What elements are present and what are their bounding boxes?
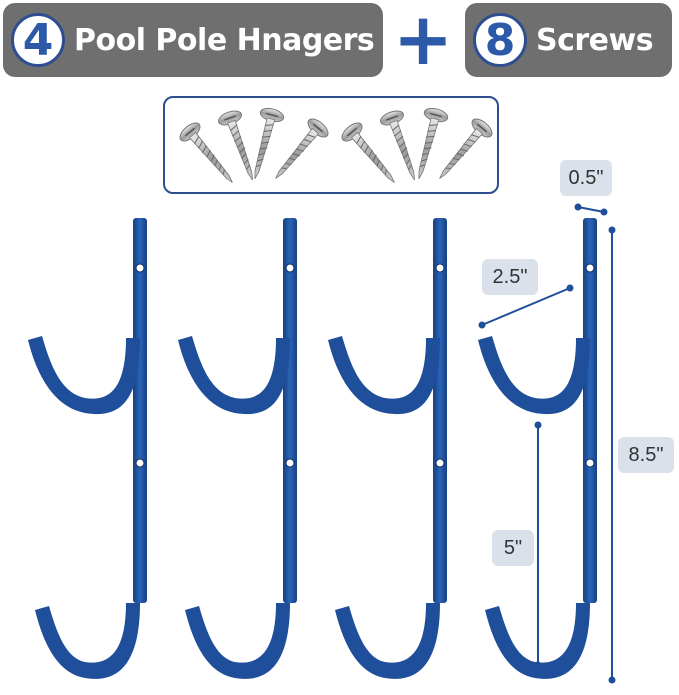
gap-label: 5": [492, 530, 534, 566]
screw-8-icon: [429, 114, 496, 188]
height-label: 8.5": [618, 437, 674, 473]
screw-count-banner: 8 Screws: [465, 3, 672, 77]
hanger-count-banner: 4 Pool Pole Hnagers: [3, 3, 383, 77]
screw-set: [176, 105, 496, 192]
hanger-3: [327, 217, 448, 680]
hanger-count-badge: 4: [11, 13, 65, 67]
screw-count-title: Screws: [536, 22, 654, 58]
plus-icon: +: [392, 0, 454, 81]
screws-panel: [163, 96, 499, 194]
hanger-count-title: Pool Pole Hnagers: [74, 22, 375, 58]
hanger-1: [27, 217, 148, 680]
screw-count-badge: 8: [473, 13, 527, 67]
thickness-label: 0.5": [560, 160, 612, 196]
hanger-2: [177, 217, 298, 680]
dimension-lines: [478, 203, 616, 684]
depth-label: 2.5": [482, 259, 538, 295]
screw-4-icon: [265, 114, 332, 188]
